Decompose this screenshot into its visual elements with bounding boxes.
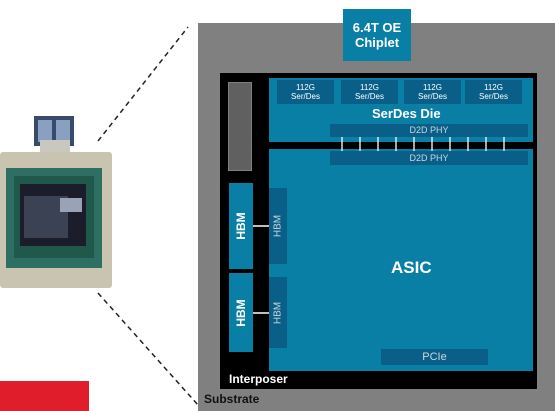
oe-chiplet: 6.4T OE Chiplet <box>343 9 411 61</box>
pcie-block: PCIe <box>381 349 488 365</box>
serdes-block-name: Ser/Des <box>479 92 508 101</box>
interposer-side-block <box>228 82 252 171</box>
hbm-stack: HBM <box>229 183 253 269</box>
oe-chiplet-line1: 6.4T OE <box>352 20 402 35</box>
serdes-block-name: Ser/Des <box>418 92 447 101</box>
serdes-d2d-phy: D2D PHY <box>330 124 528 137</box>
asic-die <box>269 149 533 371</box>
serdes-block-rate: 112G <box>423 83 442 92</box>
callout-line-bottom <box>97 292 199 406</box>
substrate-label: Substrate <box>204 392 260 406</box>
asic-label: ASIC <box>391 258 432 277</box>
hbm-phy-label: HBM <box>272 301 284 324</box>
hbm-phy-label: HBM <box>272 214 284 238</box>
asic-d2d-phy: D2D PHY <box>330 151 528 165</box>
serdes-block: 112G Ser/Des <box>465 80 522 104</box>
serdes-block: 112G Ser/Des <box>277 80 334 104</box>
hbm-stack: HBM <box>229 273 253 352</box>
serdes-block-name: Ser/Des <box>355 92 384 101</box>
brand-red-bar <box>0 381 89 411</box>
serdes-block-rate: 112G <box>296 83 315 92</box>
serdes-block: 112G Ser/Des <box>404 80 461 104</box>
serdes-block-rate: 112G <box>484 83 503 92</box>
hbm-stack-label: HBM <box>234 212 248 240</box>
serdes-block-rate: 112G <box>360 83 379 92</box>
hbm-phy: HBM <box>269 188 287 264</box>
interposer-label: Interposer <box>229 372 288 386</box>
package-photo <box>0 116 112 288</box>
hbm-phy: HBM <box>269 277 287 348</box>
serdes-die-label: SerDes Die <box>372 106 441 121</box>
hbm-stack-label: HBM <box>234 298 248 327</box>
serdes-block-name: Ser/Des <box>291 92 320 101</box>
oe-chiplet-line2: Chiplet <box>354 35 400 50</box>
serdes-block: 112G Ser/Des <box>341 80 398 104</box>
